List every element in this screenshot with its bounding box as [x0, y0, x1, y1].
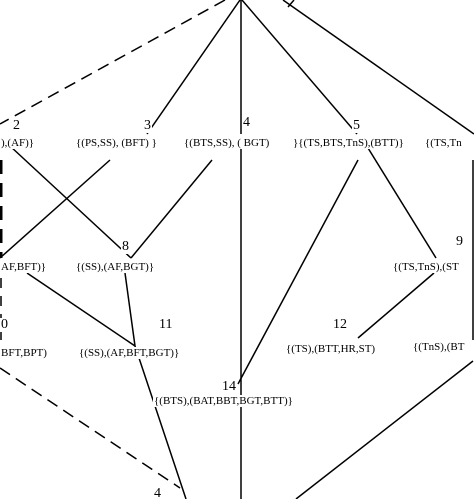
node-label-5b: {(TS,Tn — [424, 137, 463, 149]
node-number-2: 2 — [12, 118, 21, 133]
node-number-4: 4 — [242, 115, 251, 130]
node-label-13: {(TnS),(BT — [412, 341, 466, 353]
node-label-3: {(PS,SS), (BFT) } — [75, 137, 158, 149]
edge-top-to-5 — [241, 0, 358, 135]
edge-9-to-12 — [357, 272, 435, 339]
node-number-14: 14 — [221, 379, 237, 394]
edge-8-to-11 — [124, 272, 136, 347]
edge-2-to-8 — [9, 145, 132, 259]
edge-3-to-7 — [0, 159, 111, 259]
node-number-10: 0 — [0, 317, 9, 332]
node-label-10: BFT,BPT) — [0, 347, 48, 359]
node-label-2: ),(AF)} — [0, 137, 36, 149]
node-label-14: {(BTS),(BAT,BBT,BGT,BTT)} — [153, 395, 294, 407]
edge-top-right — [282, 0, 474, 135]
node-label-5: }{(TS,BTS,TnS),(BTT)} — [292, 137, 405, 149]
node-number-5: 5 — [352, 118, 361, 133]
edge-11-to-bottom — [134, 345, 187, 499]
edge-7-to-11 — [26, 272, 136, 347]
node-label-11: {(SS),(AF,BFT,BGT)} — [78, 347, 181, 359]
node-number-12: 12 — [332, 317, 348, 332]
node-number-11: 11 — [158, 317, 174, 332]
node-number-3: 3 — [143, 118, 152, 133]
edge-13-to-bottom — [295, 360, 474, 499]
edge-top-tick — [287, 0, 295, 8]
node-label-12: {(TS),(BTT,HR,ST) — [285, 343, 377, 355]
node-label-8: {(SS),(AF,BGT)} — [75, 261, 156, 273]
node-number-8: 8 — [121, 239, 130, 254]
node-number-9: 9 — [455, 234, 464, 249]
node-number-15: 4 — [153, 486, 162, 501]
edge-5-to-9 — [367, 147, 437, 259]
node-label-9: {(TS,TnS),(ST — [392, 261, 460, 273]
edge-10-to-bottom-dashed — [0, 367, 181, 489]
node-label-4: {(BTS,SS), ( BGT) — [183, 137, 271, 149]
edge-5-to-14 — [237, 159, 359, 385]
edge-top-to-3 — [146, 0, 241, 135]
edge-top-to-2-dashed — [0, 0, 226, 125]
node-label-7: AF,BFT)} — [0, 261, 48, 273]
edge-4-to-8 — [130, 159, 213, 259]
